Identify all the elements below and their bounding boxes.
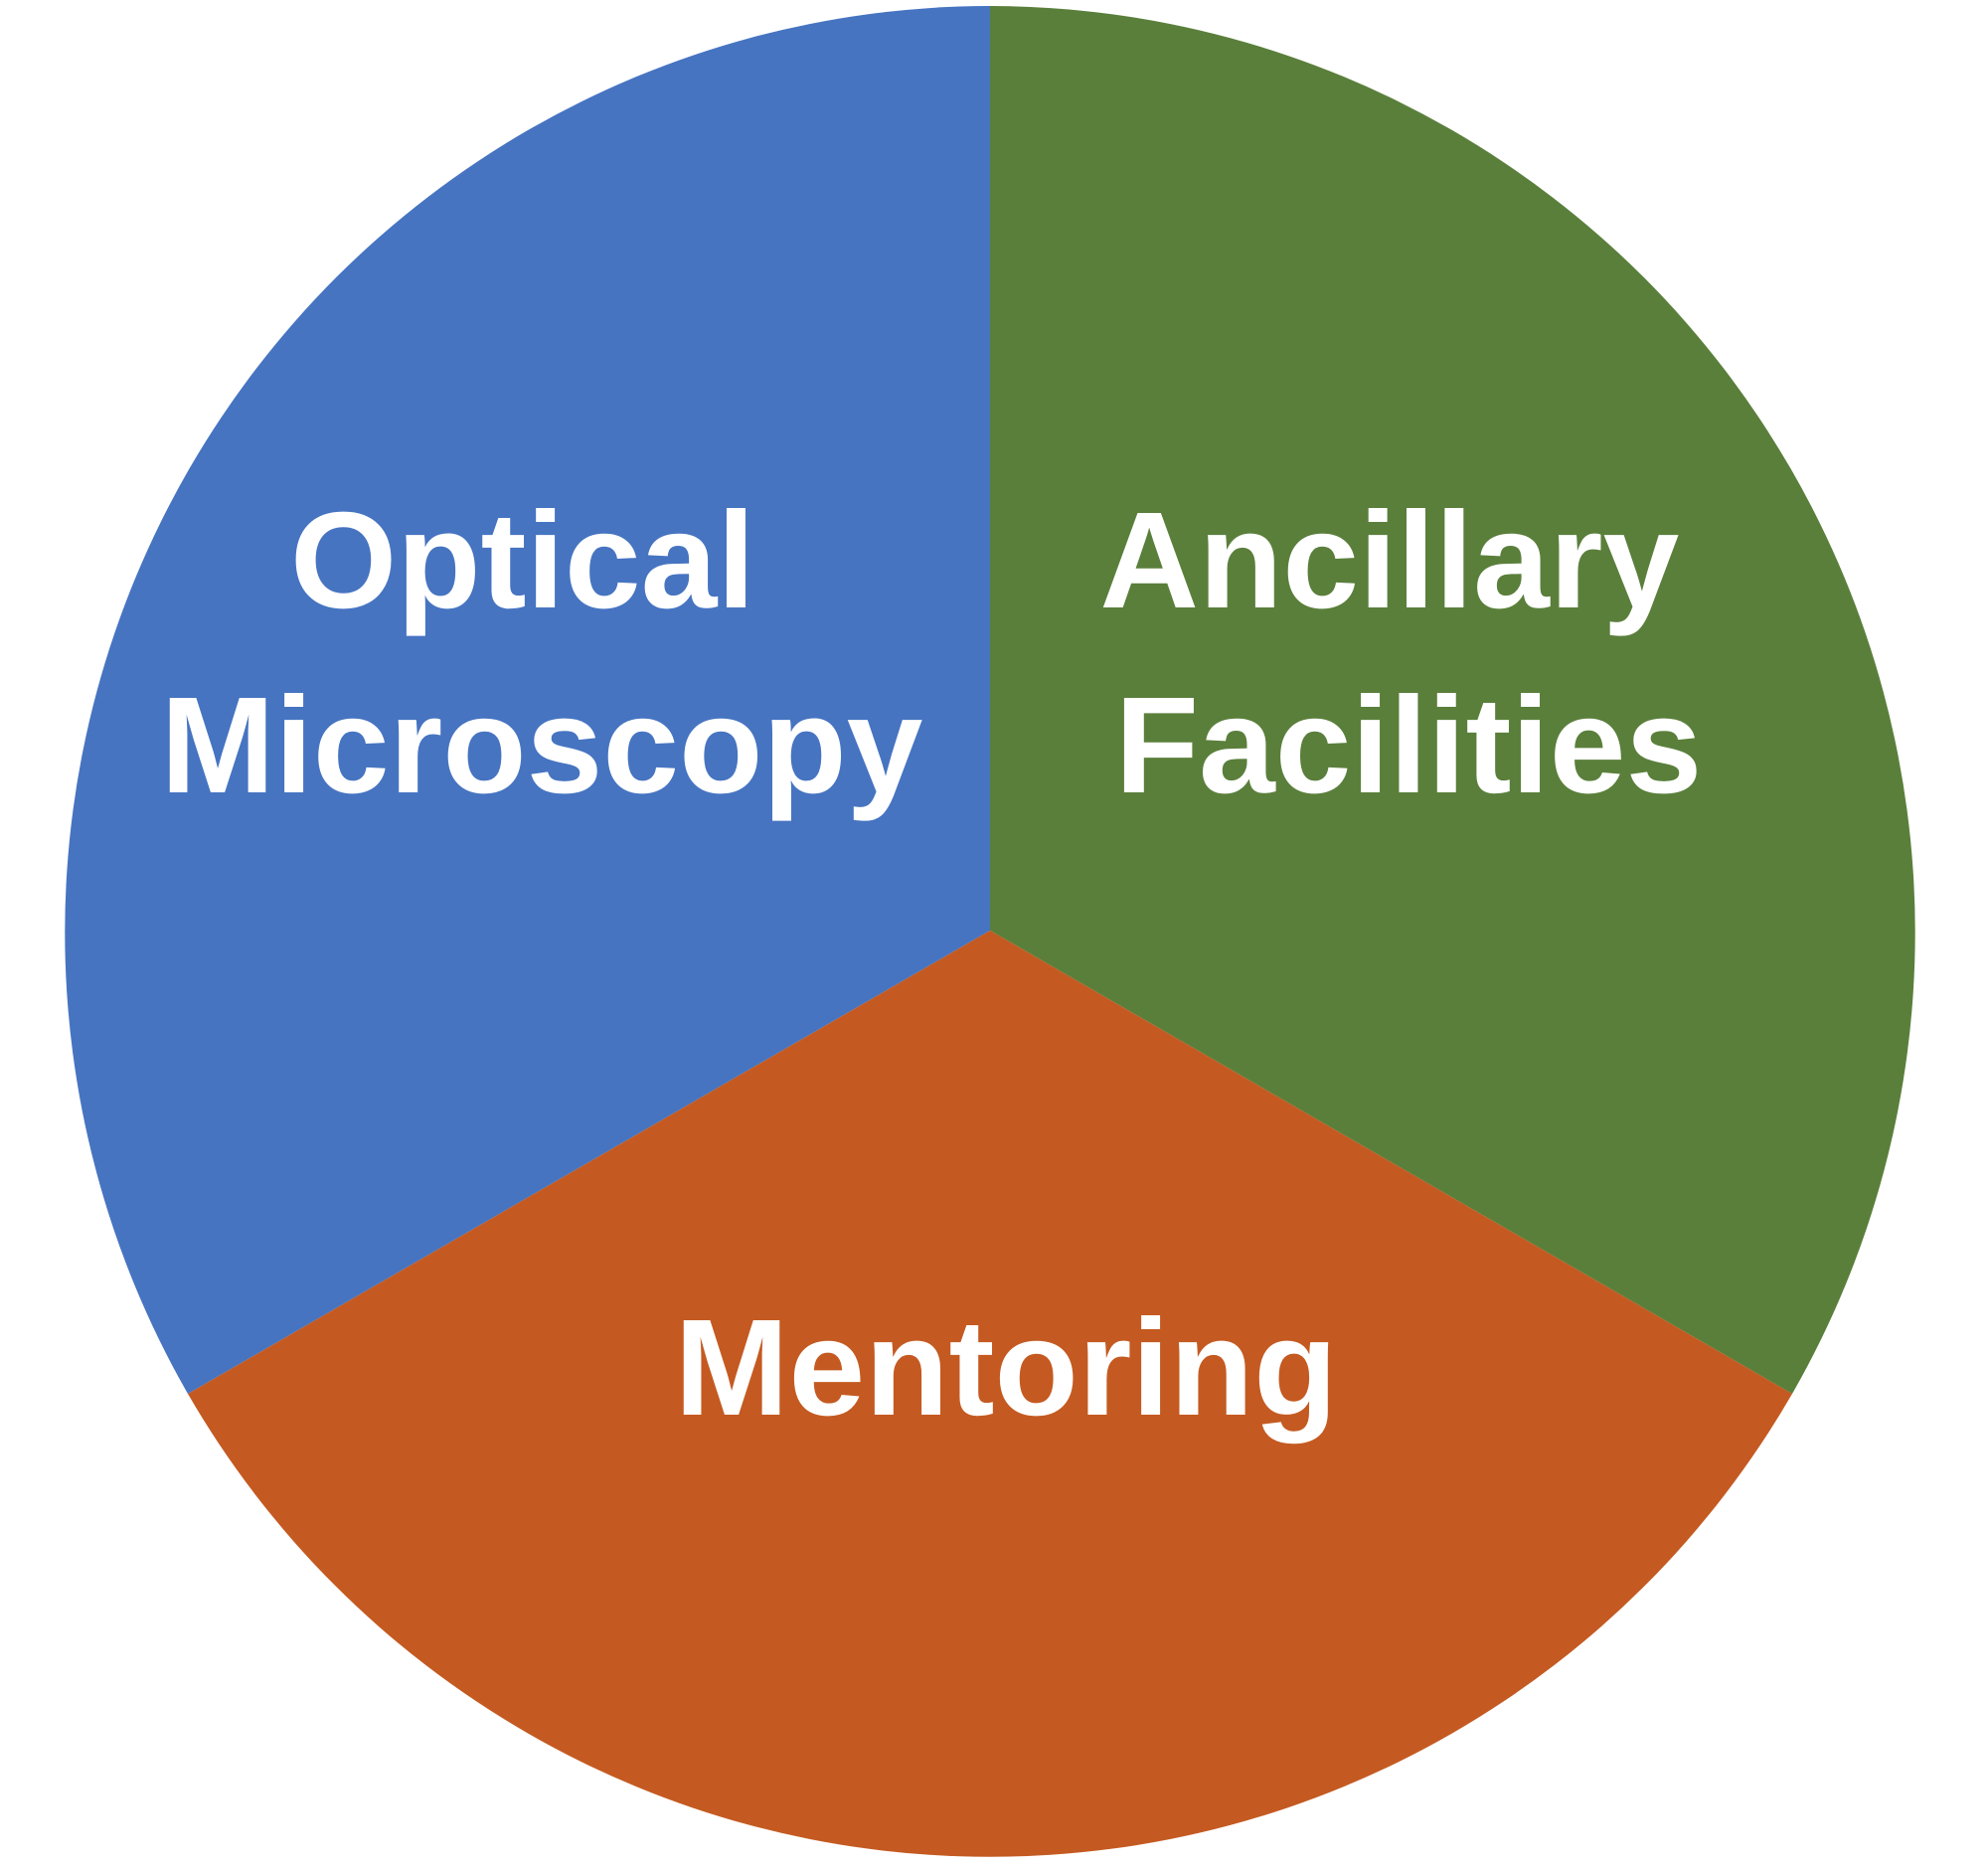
- ancillary-facilities-segment: [990, 6, 1915, 1394]
- optical-microscopy-label-line-1: Optical: [290, 484, 755, 637]
- optical-microscopy-segment: [65, 6, 990, 1394]
- ancillary-facilities-label: Ancillary Facilities: [1099, 484, 1717, 822]
- optical-microscopy-label: Optical Microscopy: [161, 484, 923, 822]
- ancillary-facilities-label-line-1: Ancillary: [1099, 484, 1679, 637]
- mentoring-label: Mentoring: [675, 1291, 1338, 1444]
- ancillary-facilities-label-line-2: Facilities: [1115, 669, 1703, 822]
- mentoring-segment: [188, 931, 1792, 1857]
- optical-microscopy-label-line-2: Microscopy: [161, 669, 923, 822]
- mentoring-label-line-1: Mentoring: [675, 1291, 1338, 1444]
